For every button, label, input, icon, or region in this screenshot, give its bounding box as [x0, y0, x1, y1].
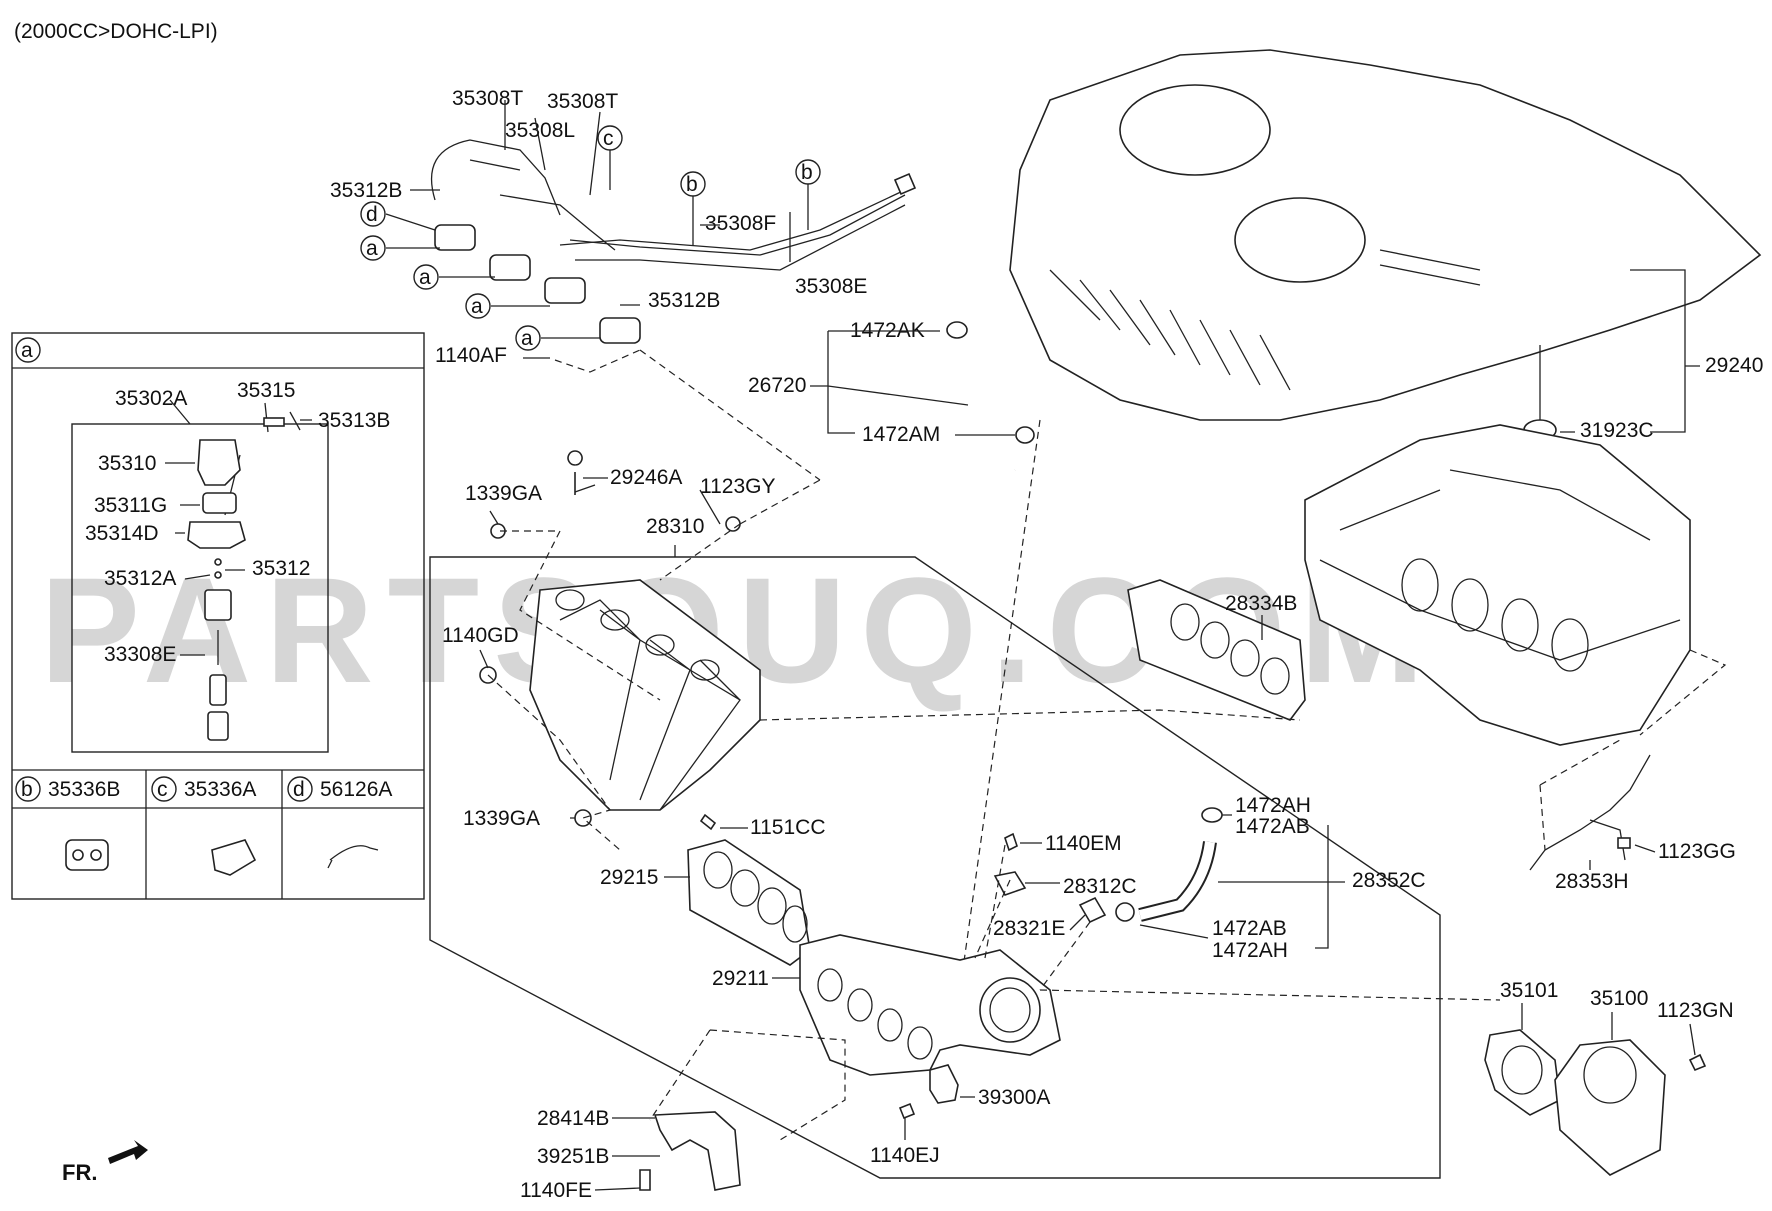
label-29215: 29215: [600, 866, 658, 889]
label-35315: 35315: [237, 379, 295, 402]
fuel-rail-labels: 35308T 35308T 35308L 35312B 35312B 35308…: [330, 87, 867, 481]
label-1472AH: 1472AH: [1212, 939, 1288, 962]
gasket-29215: 29215: [600, 839, 811, 966]
label-35310: 35310: [98, 452, 156, 475]
intake-manifold-labels: 1339GA 29246A 1123GY 28310 1140GD 1339GA…: [442, 466, 1301, 851]
detail-boxes-bcd: b 35336B c 35336A d 56126A: [12, 769, 424, 899]
label-29246A: 29246A: [610, 466, 682, 489]
callout-a: a: [366, 237, 378, 260]
label-1140FE: 1140FE: [520, 1179, 592, 1202]
label-1472AB: 1472AB: [1235, 815, 1310, 838]
label-1472AB: 1472AB: [1212, 917, 1287, 940]
throttle-body: 35101 35100 1123GN: [1484, 979, 1734, 1176]
callout-a: a: [419, 266, 431, 289]
label-28334B: 28334B: [1225, 592, 1297, 615]
label-26720: 26720: [748, 374, 806, 397]
label-35312B: 35312B: [648, 289, 720, 312]
label-35336B: 35336B: [48, 778, 120, 801]
manifold-29211: 29211: [712, 934, 1501, 1076]
label-28321E: 28321E: [993, 917, 1065, 940]
label-1123GY: 1123GY: [700, 475, 776, 498]
label-31923C: 31923C: [1580, 419, 1654, 442]
label-35312A: 35312A: [104, 567, 176, 590]
label-1123GG: 1123GG: [1658, 840, 1736, 863]
callout-circles: c b b d a a a a: [360, 125, 821, 351]
label-35302A: 35302A: [115, 387, 187, 410]
callout-a: a: [521, 327, 533, 350]
label-29240: 29240: [1705, 354, 1763, 377]
label-1472AH: 1472AH: [1235, 794, 1311, 817]
label-35336A: 35336A: [184, 778, 256, 801]
arrow-icon: [108, 1140, 148, 1164]
label-35314D: 35314D: [85, 522, 159, 545]
detail-b-letter: b: [21, 778, 33, 801]
detail-panel-a: a 35302A 35315 35313B 35310 35311G 35314…: [11, 332, 425, 900]
engine-cover-labels: 29240 31923C: [1560, 269, 1763, 442]
pipe-28353H: 1123GG 28353H: [1529, 649, 1736, 893]
cylinder-head: [1304, 424, 1691, 746]
label-35100: 35100: [1590, 987, 1648, 1010]
label-1140GD: 1140GD: [442, 624, 519, 647]
front-direction-marker: FR.: [62, 1140, 148, 1185]
label-35308E: 35308E: [795, 275, 867, 298]
label-1151CC: 1151CC: [750, 816, 826, 839]
label-1140EM: 1140EM: [1045, 832, 1122, 855]
label-28310: 28310: [646, 515, 704, 538]
front-label: FR.: [62, 1160, 97, 1185]
label-35308T: 35308T: [452, 87, 523, 110]
hose-28352C: 1472AH 1472AB 28352C 1472AB 1472AH: [1138, 794, 1426, 962]
label-39300A: 39300A: [978, 1086, 1050, 1109]
callout-b: b: [801, 161, 813, 184]
label-1339GA: 1339GA: [465, 482, 542, 505]
label-1123GN: 1123GN: [1657, 999, 1734, 1022]
label-35311G: 35311G: [94, 494, 167, 517]
callout-a: a: [471, 295, 483, 318]
gasket-28334B: 28334B: [1127, 579, 1306, 721]
detail-a-letter: a: [21, 339, 33, 362]
label-28352C: 28352C: [1352, 869, 1426, 892]
label-28312C: 28312C: [1063, 875, 1137, 898]
label-35312: 35312: [252, 557, 310, 580]
label-28414B: 28414B: [537, 1107, 609, 1130]
bracket-28414B: 28414B 39251B 1140FE: [520, 1029, 846, 1202]
hose-26720: 1472AK 26720 1472AM: [748, 319, 1041, 991]
label-39251B: 39251B: [537, 1145, 609, 1168]
label-28353H: 28353H: [1555, 870, 1629, 893]
intake-manifold: [429, 450, 1441, 1179]
detail-d-letter: d: [293, 778, 305, 801]
label-35101: 35101: [1500, 979, 1558, 1002]
label-29211: 29211: [712, 967, 769, 990]
label-1140EJ: 1140EJ: [870, 1144, 940, 1167]
label-35308L: 35308L: [505, 119, 575, 142]
sensor-group-center: 1140EM 28312C 28321E: [974, 832, 1137, 991]
label-56126A: 56126A: [320, 778, 392, 801]
label-1472AM: 1472AM: [862, 423, 940, 446]
callout-c: c: [603, 127, 614, 150]
engine-spec-title: (2000CC>DOHC-LPI): [14, 20, 218, 43]
callout-b: b: [686, 173, 698, 196]
callout-d: d: [366, 203, 378, 226]
sensor-39300A: 39300A 1140EJ: [870, 1064, 1050, 1167]
label-1339GA: 1339GA: [463, 807, 540, 830]
label-35308T: 35308T: [547, 90, 618, 113]
label-1140AF: 1140AF: [435, 344, 507, 367]
fuel-rail-assembly: [430, 139, 917, 344]
label-35313B: 35313B: [318, 409, 390, 432]
engine-cover: [1009, 49, 1762, 441]
label-35308F: 35308F: [705, 212, 776, 235]
detail-c-letter: c: [157, 778, 168, 801]
label-35312B: 35312B: [330, 179, 402, 202]
label-33308E: 33308E: [104, 643, 176, 666]
